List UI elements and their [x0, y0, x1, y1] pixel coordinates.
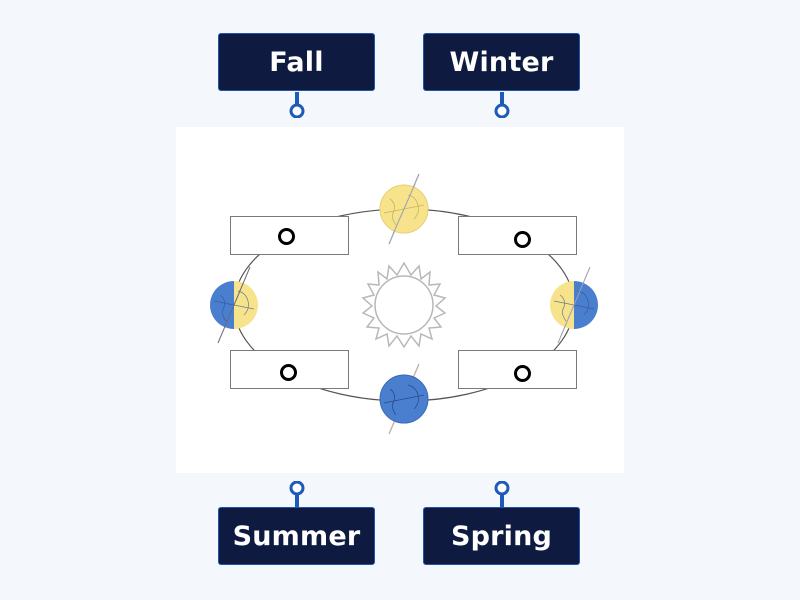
earth-icon: [379, 363, 429, 435]
pin-icon: [289, 92, 305, 118]
pin-icon: [494, 92, 510, 118]
sun-icon: [361, 261, 447, 349]
seasons-diagram: [176, 127, 624, 473]
label-tile-summer[interactable]: Summer: [218, 507, 375, 565]
earth-icon: [379, 173, 429, 245]
label-text: Spring: [450, 520, 553, 552]
pin-icon: [494, 481, 510, 507]
drop-zone-upper-right[interactable]: [458, 216, 577, 255]
drop-target-dot[interactable]: [514, 231, 531, 248]
earth-icon: [210, 266, 258, 344]
label-text: Summer: [232, 520, 361, 552]
label-tile-spring[interactable]: Spring: [423, 507, 580, 565]
drop-target-dot[interactable]: [280, 364, 297, 381]
label-text: Fall: [269, 46, 324, 78]
pin-icon: [289, 481, 305, 507]
label-tile-fall[interactable]: Fall: [218, 33, 375, 91]
drop-zone-lower-left[interactable]: [230, 350, 349, 389]
drop-zone-lower-right[interactable]: [458, 350, 577, 389]
earth-icon: [550, 266, 598, 344]
drop-target-dot[interactable]: [278, 228, 295, 245]
label-tile-winter[interactable]: Winter: [423, 33, 580, 91]
drop-zone-upper-left[interactable]: [230, 216, 349, 255]
label-text: Winter: [449, 46, 554, 78]
orbit-illustration: [210, 173, 598, 435]
drop-target-dot[interactable]: [514, 365, 531, 382]
